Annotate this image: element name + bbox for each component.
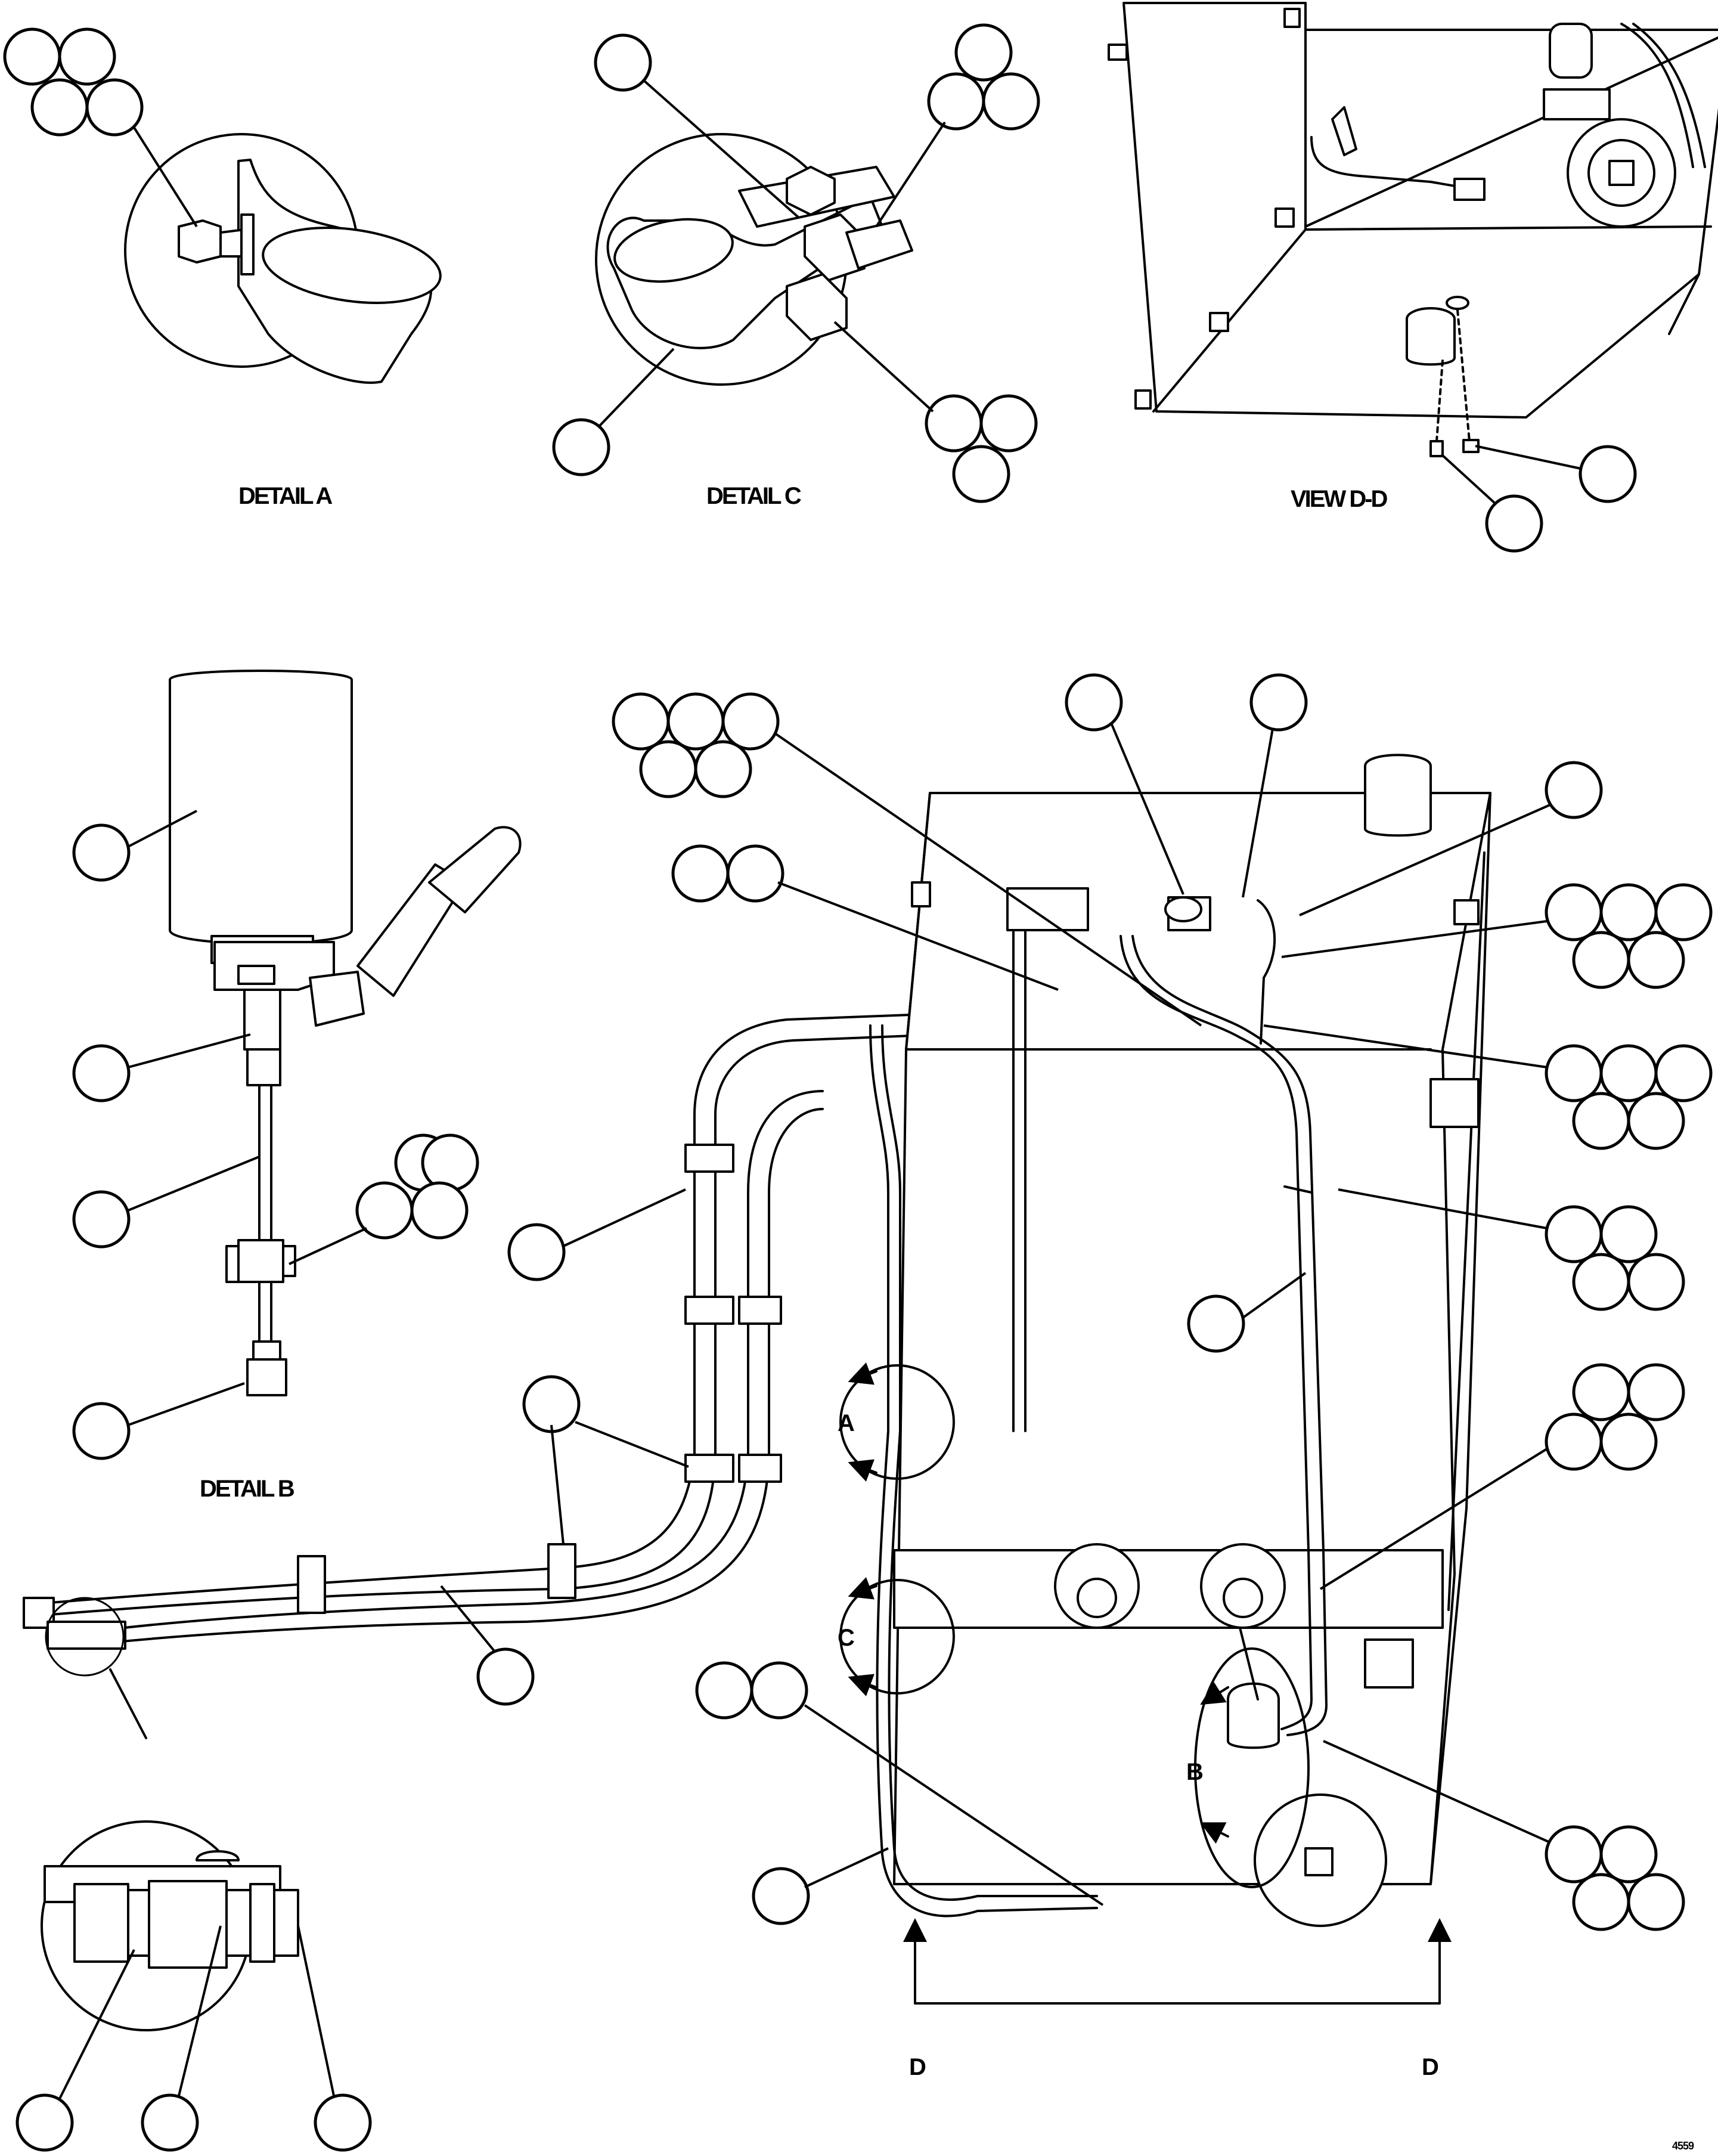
view-dd-balloons [1440, 445, 1637, 553]
callout-c-label: C [838, 1625, 854, 1651]
hose-assembly-balloons [15, 1188, 689, 2152]
detail-b-balloons [72, 810, 479, 1460]
detail-c-label: DETAIL C [706, 483, 801, 509]
tank-tubes [869, 899, 1328, 1918]
callout-b-label: B [1186, 1759, 1203, 1785]
hose-assembly [23, 1012, 943, 2031]
callout-b [1194, 1647, 1310, 1888]
callout-a-label: A [838, 1410, 854, 1436]
detail-a-label: DETAIL A [238, 483, 332, 509]
detail-a [124, 133, 442, 384]
section-dd-line [903, 1918, 1452, 2005]
drawing-number: 4559 [1672, 2140, 1694, 2152]
detail-c [595, 133, 913, 386]
main-tank [893, 754, 1491, 1927]
detail-a-balloons [3, 27, 198, 228]
detail-c-balloons [552, 23, 1040, 503]
detail-b [169, 670, 522, 1396]
view-dd-label: VIEW D-D [1291, 486, 1388, 512]
callout-c [839, 1577, 955, 1696]
callout-a [839, 1362, 955, 1482]
section-d-left-label: D [909, 2054, 926, 2080]
view-dd [1108, 2, 1718, 457]
main-tank-balloons [612, 673, 1713, 1931]
detail-b-label: DETAIL B [200, 1476, 294, 1502]
section-d-right-label: D [1422, 2054, 1438, 2080]
